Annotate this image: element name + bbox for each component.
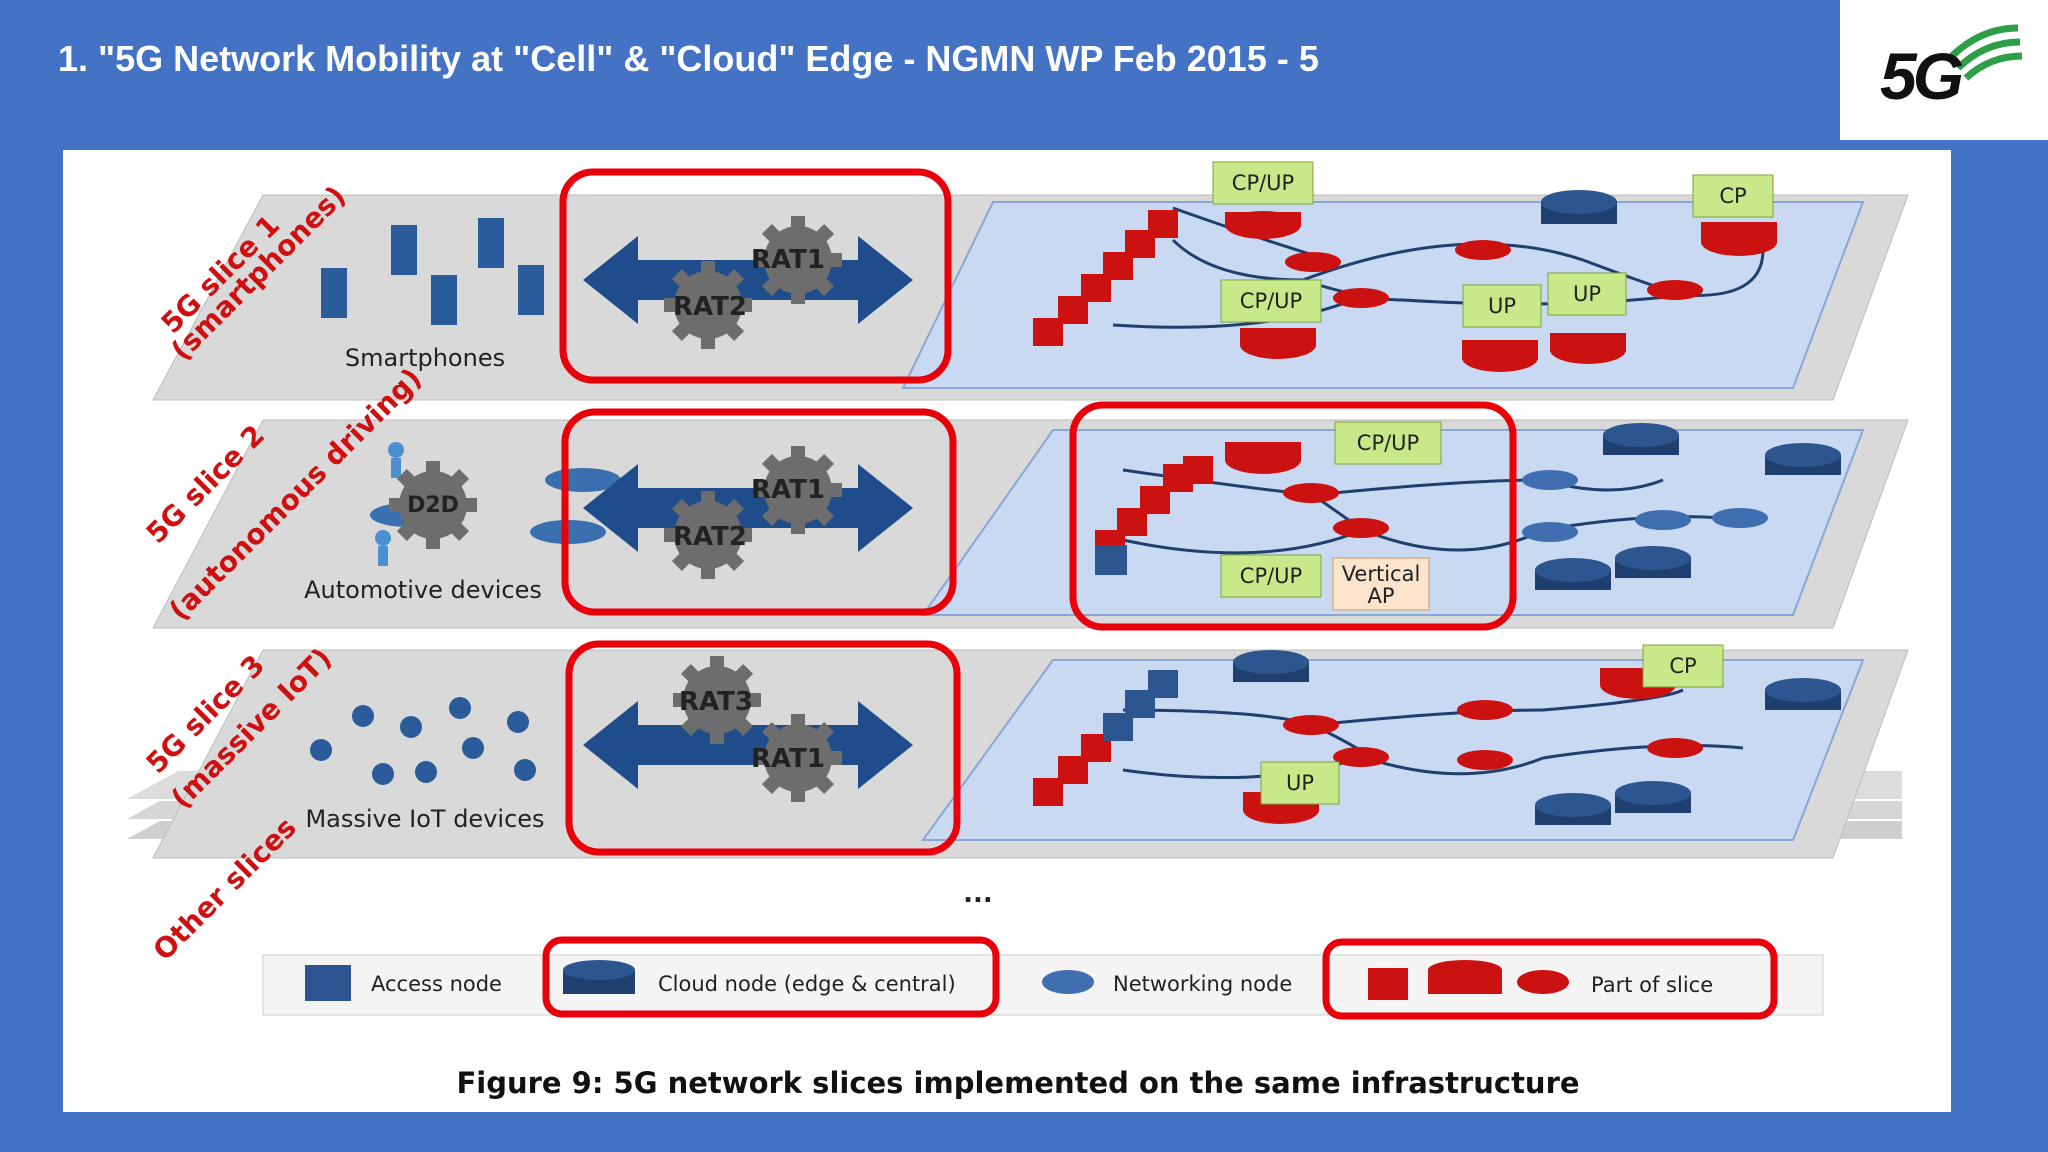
cloud-node-legend-icon xyxy=(563,960,635,994)
5g-signal-logo-icon xyxy=(1947,24,2023,81)
figure-caption: Figure 9: 5G network slices implemented … xyxy=(456,1066,1579,1100)
access-node-legend-icon xyxy=(305,965,351,1001)
slice-2-devices-label: Automotive devices xyxy=(304,576,542,604)
slice-3: 5G slice 3 (massive IoT) Other slices Ma… xyxy=(140,640,1909,967)
rat1-label: RAT1 xyxy=(751,245,825,275)
part-of-slice-highlight xyxy=(1322,938,1778,1020)
networking-node-legend-icon xyxy=(1042,970,1094,994)
access-node-icon xyxy=(1095,545,1127,575)
rat2-label: RAT2 xyxy=(673,292,747,322)
svg-text:Vertical: Vertical xyxy=(1342,562,1421,586)
slice-1: 5G slice 1 (smartphones) Smartphones RAT… xyxy=(152,161,1909,401)
slice-3-red-nodes xyxy=(1033,668,1703,824)
slice-3-function-tags: CP UP xyxy=(1260,644,1724,805)
cloud-node-highlight xyxy=(542,936,1000,1018)
slice-2-cloud-nodes xyxy=(1522,423,1841,590)
svg-text:UP: UP xyxy=(1286,771,1314,795)
svg-text:UP: UP xyxy=(1488,294,1516,318)
svg-text:AP: AP xyxy=(1367,584,1394,608)
slice-1-ran-highlight xyxy=(559,168,952,384)
legend-access-node: Access node xyxy=(371,972,502,996)
svg-text:CP/UP: CP/UP xyxy=(1357,431,1419,455)
rat3-label: RAT3 xyxy=(679,687,753,717)
slice-3-devices-label: Massive IoT devices xyxy=(305,805,544,833)
slice-1-red-nodes xyxy=(1033,210,1777,372)
part-of-slice-legend-icon xyxy=(1368,960,1569,1000)
slice-3-cloud-nodes xyxy=(1233,650,1841,825)
svg-text:UP: UP xyxy=(1573,282,1601,306)
slide-title: 1. "5G Network Mobility at "Cell" & "Clo… xyxy=(58,38,1319,79)
svg-text:CP: CP xyxy=(1719,184,1746,208)
network-slices-diagram: ... 5G slice 1 (smartphones) Smartphones… xyxy=(122,161,1909,1100)
slice-1-function-tags: CP/UP CP/UP CP UP UP xyxy=(1212,161,1774,328)
iot-devices-icon xyxy=(310,697,536,785)
slice-3-access-nodes xyxy=(1103,670,1178,741)
slice-2-function-tags: CP/UP CP/UP Vertical AP xyxy=(1220,421,1442,611)
figure-panel: ... 5G slice 1 (smartphones) Smartphones… xyxy=(63,150,1951,1112)
svg-text:CP/UP: CP/UP xyxy=(1240,564,1302,588)
slice-1-devices-label: Smartphones xyxy=(345,344,505,372)
logo-text: 5G xyxy=(1880,39,1964,113)
rat1-label: RAT1 xyxy=(751,475,825,505)
pedestrian-icon xyxy=(375,442,404,566)
svg-text:CP/UP: CP/UP xyxy=(1232,171,1294,195)
slice-2-core-highlight xyxy=(1069,401,1517,631)
slice-2: 5G slice 2 (autonomous driving) D2D Auto… xyxy=(140,362,1909,631)
ellipsis: ... xyxy=(963,879,993,909)
legend: Access node Cloud node (edge & central) … xyxy=(262,936,1824,1020)
svg-text:CP/UP: CP/UP xyxy=(1240,289,1302,313)
legend-networking-node: Networking node xyxy=(1113,972,1292,996)
5g-logo: 5G xyxy=(1840,0,2048,140)
smartphones-icon xyxy=(321,218,544,325)
slice-1-cloud-node xyxy=(1541,190,1617,224)
slice-2-ran-highlight xyxy=(561,408,957,616)
legend-part-of-slice: Part of slice xyxy=(1591,973,1713,997)
legend-cloud-node: Cloud node (edge & central) xyxy=(658,972,956,996)
svg-text:CP: CP xyxy=(1669,654,1696,678)
d2d-label: D2D xyxy=(407,493,459,518)
rat1-label: RAT1 xyxy=(751,744,825,774)
rat2-label: RAT2 xyxy=(673,522,747,552)
slice-3-ran-highlight xyxy=(565,640,961,856)
